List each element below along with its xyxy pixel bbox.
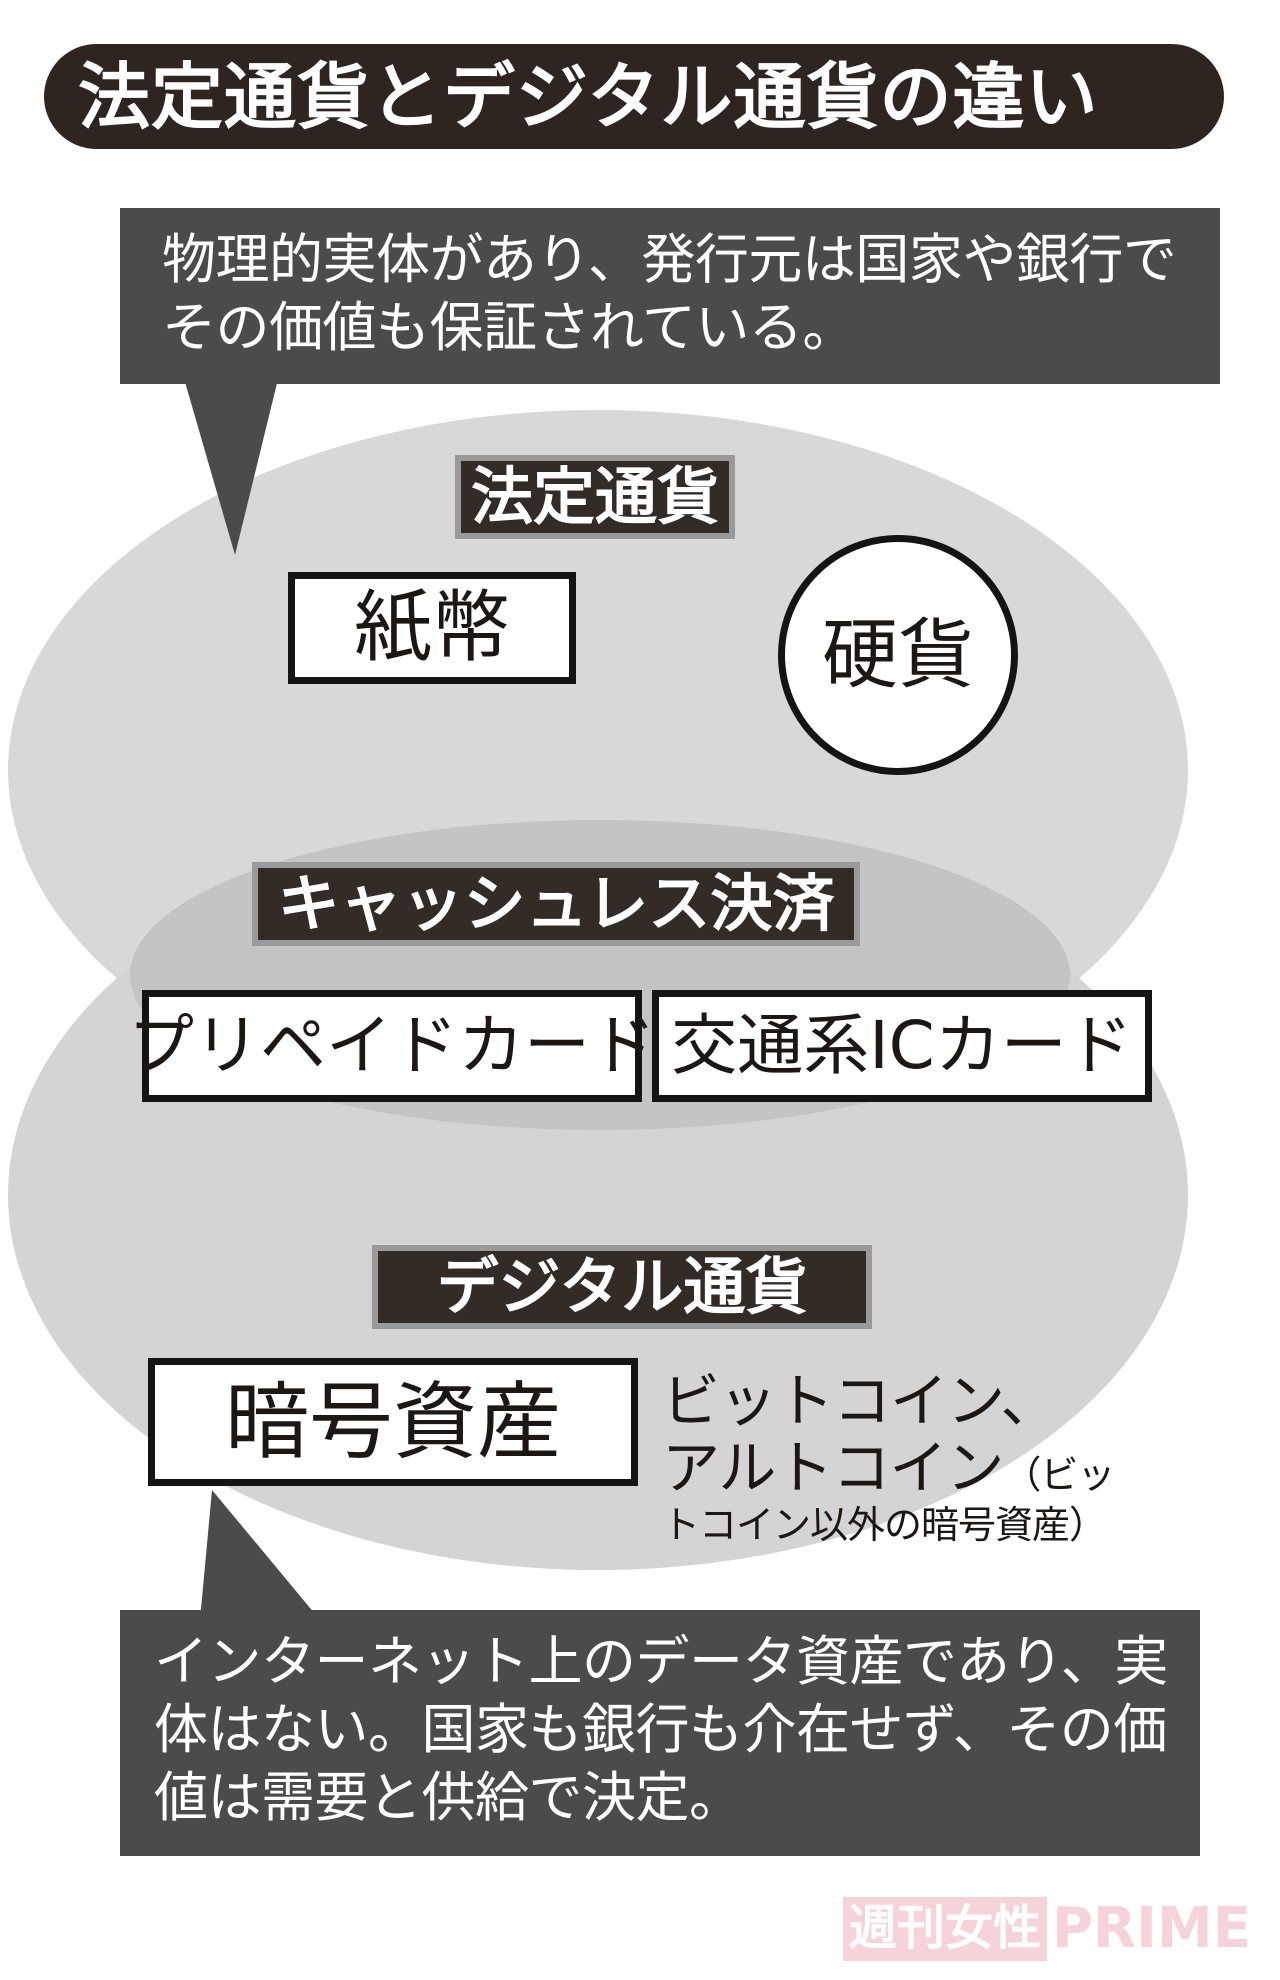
crypto-asset-label: 暗号資産 bbox=[224, 1373, 561, 1471]
digital-callout-box: インターネット上のデータ資産であり、実体はない。国家も銀行も介在せず、その価値は… bbox=[120, 1610, 1200, 1857]
prepaid-card-label: プリペイドカード bbox=[128, 1007, 656, 1084]
digital-callout-text: インターネット上のデータ資産であり、実体はない。国家も銀行も介在せず、その価値は… bbox=[154, 1630, 1168, 1830]
watermark-en-text: PRIME bbox=[1052, 1896, 1251, 1961]
digital-section-label-text: デジタル通貨 bbox=[436, 1250, 808, 1323]
coin-label: 硬貨 bbox=[822, 610, 974, 699]
prepaid-card-box: プリペイドカード bbox=[128, 990, 656, 1102]
watermark: 週刊女性 PRIME bbox=[843, 1896, 1251, 1961]
digital-callout-pointer bbox=[200, 1490, 320, 1620]
fiat-section-label: 法定通貨 bbox=[455, 455, 735, 539]
page-title-bar: 法定通貨とデジタル通貨の違い bbox=[44, 44, 1224, 149]
crypto-examples-text: ビットコイン、 アルトコイン（ビッ トコイン以外の暗号資産） bbox=[662, 1367, 1222, 1548]
fiat-callout-text: 物理的実体があり、発行元は国家や銀行でその価値も保証されている。 bbox=[162, 228, 1177, 360]
coin-circle: 硬貨 bbox=[778, 535, 1018, 775]
fiat-callout-box: 物理的実体があり、発行元は国家や銀行でその価値も保証されている。 bbox=[120, 208, 1220, 385]
crypto-example-note-rest: トコイン以外の暗号資産） bbox=[662, 1502, 1107, 1547]
crypto-asset-box: 暗号資産 bbox=[148, 1358, 638, 1486]
banknote-box: 紙幣 bbox=[288, 572, 576, 684]
ic-card-label: 交通系ICカード bbox=[671, 1007, 1133, 1084]
digital-section-label: デジタル通貨 bbox=[372, 1245, 872, 1329]
cashless-section-label-text: キャッシュレス決済 bbox=[277, 867, 835, 940]
crypto-example-line-2-wrap: アルトコイン（ビッ bbox=[662, 1435, 1222, 1502]
fiat-callout-pointer bbox=[170, 330, 290, 555]
crypto-example-note-inline: （ビッ bbox=[1003, 1453, 1115, 1498]
cashless-section-label: キャッシュレス決済 bbox=[252, 862, 860, 946]
ic-card-box: 交通系ICカード bbox=[652, 990, 1152, 1102]
banknote-label: 紙幣 bbox=[353, 583, 510, 673]
fiat-section-label-text: 法定通貨 bbox=[470, 460, 719, 533]
crypto-example-line-2: アルトコイン bbox=[662, 1434, 1004, 1503]
page-title: 法定通貨とデジタル通貨の違い bbox=[78, 54, 1099, 139]
watermark-jp-text: 週刊女性 bbox=[843, 1897, 1048, 1961]
crypto-example-line-1: ビットコイン、 bbox=[662, 1367, 1059, 1435]
